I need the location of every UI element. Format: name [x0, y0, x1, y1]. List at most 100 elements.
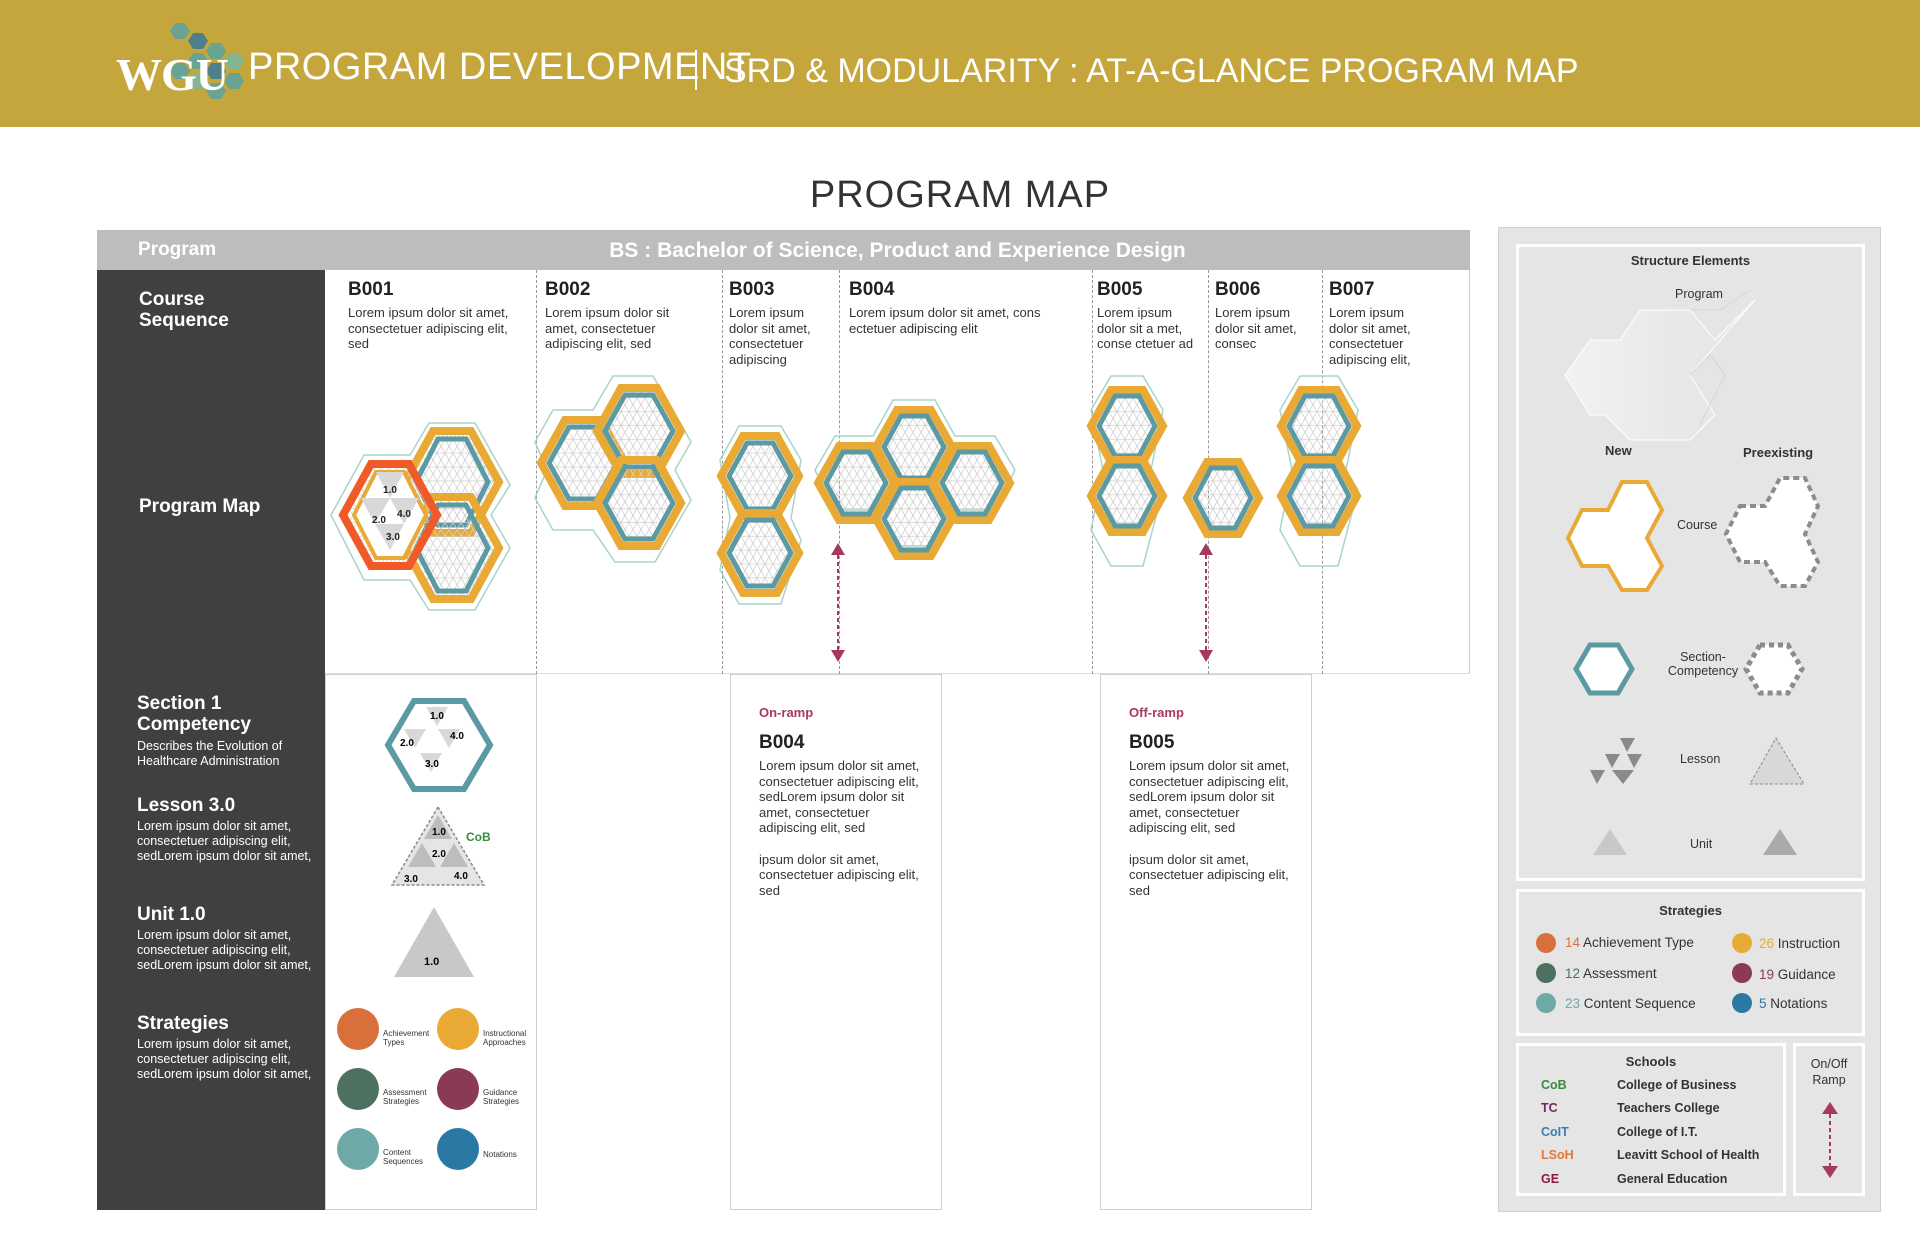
strategy-name: Instruction — [1777, 936, 1841, 951]
lesson-block: Lesson 3.0 Lorem ipsum dolor sit amet, c… — [137, 795, 317, 864]
course-code: B006 — [1215, 279, 1261, 300]
course-desc: Lorem ipsum dolor sit amet, consec — [1215, 305, 1297, 351]
presenter-icon — [1536, 993, 1556, 1013]
strategy-label: Notations — [483, 1150, 517, 1159]
strategy-label: Achievement Types — [383, 1029, 430, 1047]
strategy-icons-grid: Achievement Types Instructional Approach… — [337, 1008, 532, 1178]
strategy-notations: 5 Notations — [1759, 996, 1827, 1011]
unit-title: Unit 1.0 — [137, 904, 206, 925]
off-ramp-arrow — [1199, 543, 1213, 662]
course-b004-cluster[interactable] — [813, 399, 1016, 560]
left-label-column — [97, 230, 325, 1210]
strategy-label: Instructional Approaches — [483, 1029, 527, 1047]
course-b006-cluster[interactable] — [1182, 458, 1264, 538]
course-b003-cluster[interactable] — [716, 425, 804, 605]
lesson-title: Lesson 3.0 — [137, 795, 236, 816]
course-header-b001[interactable]: B001 Lorem ipsum dolor sit amet, consect… — [348, 279, 518, 352]
unit-block: Unit 1.0 Lorem ipsum dolor sit amet, con… — [137, 904, 317, 973]
strategy-label: Assessment Strategies — [383, 1088, 427, 1106]
course-divider — [536, 270, 537, 674]
on-ramp-panel[interactable] — [730, 674, 942, 1210]
course-b001-cluster[interactable]: 1.0 2.0 4.0 3.0 — [330, 422, 511, 611]
strategy-name: Assessment — [1583, 966, 1657, 981]
on-ramp-desc-2: ipsum dolor sit amet, consectetuer adipi… — [759, 851, 919, 898]
pencil-icon — [337, 1068, 379, 1110]
course-header-b003[interactable]: B003 Lorem ipsum dolor sit amet, consect… — [729, 279, 829, 367]
header-bar — [0, 0, 1920, 127]
enter-icon — [437, 1128, 479, 1170]
section-title: Section 1 Competency — [137, 693, 252, 735]
strategy-instruction: 26 Instruction — [1759, 936, 1840, 951]
course-code: B004 — [849, 279, 895, 300]
ramp-legend-box — [1793, 1043, 1865, 1196]
structure-title: Structure Elements — [1630, 253, 1751, 268]
course-code: B007 — [1329, 279, 1375, 300]
strategies-block: Strategies Lorem ipsum dolor sit amet, c… — [137, 1013, 317, 1082]
legend-section-label: Section-Competency — [1667, 650, 1739, 678]
lesson-school-cob: CoB — [466, 830, 491, 844]
map-unit-4: 4.0 — [397, 509, 411, 520]
header-subtitle: SRD & MODULARITY : AT-A-GLANCE PROGRAM M… — [724, 52, 1579, 90]
section-desc: Describes the Evolution of Healthcare Ad… — [137, 739, 283, 768]
legend-preexisting-label: Preexisting — [1743, 445, 1814, 460]
off-ramp-desc-1: Lorem ipsum dolor sit amet, consectetuer… — [1129, 758, 1290, 835]
unit-desc: Lorem ipsum dolor sit amet, consectetuer… — [137, 928, 312, 972]
course-b007-cluster[interactable] — [1276, 375, 1362, 567]
course-b002-cluster[interactable] — [534, 375, 692, 563]
section-unit-4: 4.0 — [450, 731, 464, 742]
web-icon — [1732, 963, 1752, 983]
strategy-count: 26 — [1759, 936, 1775, 951]
section-unit-2: 2.0 — [400, 738, 414, 749]
legend-unit-label: Unit — [1690, 837, 1713, 851]
on-ramp-code: B004 — [759, 732, 805, 753]
lesson-unit-3: 3.0 — [404, 874, 418, 885]
pencil-icon — [1536, 963, 1556, 983]
on-ramp-label: On-ramp — [759, 705, 814, 720]
legend-program-shape — [1564, 289, 1756, 441]
course-desc: Lorem ipsum dolor sit amet, consectetuer… — [729, 305, 811, 367]
course-b005-cluster[interactable] — [1086, 375, 1168, 567]
course-code: B001 — [348, 279, 394, 300]
page-title: PROGRAM MAP — [809, 174, 1111, 216]
schools-legend-title: Schools — [1625, 1054, 1677, 1069]
web-icon — [437, 1068, 479, 1110]
school-name-lsoh: Leavitt School of Health — [1617, 1148, 1760, 1162]
strategy-count: 5 — [1759, 996, 1767, 1011]
course-header-b006[interactable]: B006 Lorem ipsum dolor sit amet, consec — [1215, 279, 1315, 352]
course-desc: Lorem ipsum dolor sit amet, consectetuer… — [1329, 305, 1411, 367]
school-abbr-ge: GE — [1541, 1172, 1560, 1186]
strategy-label: Content Sequences — [383, 1148, 424, 1166]
course-header-b004[interactable]: B004 Lorem ipsum dolor sit amet, cons ec… — [849, 279, 1074, 336]
course-desc: Lorem ipsum dolor sit amet, consectetuer… — [348, 305, 509, 351]
legend-unit-new-icon — [1593, 829, 1627, 855]
strategy-guidance: 19 Guidance — [1759, 967, 1836, 982]
course-header-b005[interactable]: B005 Lorem ipsum dolor sit a met, conse … — [1097, 279, 1197, 352]
strategy-content-sequence: 23 Content Sequence — [1565, 996, 1696, 1011]
off-ramp-panel[interactable] — [1100, 674, 1312, 1210]
strategy-count: 14 — [1565, 935, 1581, 950]
strategies-title: Strategies — [137, 1013, 229, 1034]
magnifier-icon — [437, 1008, 479, 1050]
structure-elements-box — [1516, 244, 1865, 881]
course-code: B002 — [545, 279, 591, 300]
program-name: BS : Bachelor of Science, Product and Ex… — [609, 239, 1186, 262]
course-header-b002[interactable]: B002 Lorem ipsum dolor sit amet, consect… — [545, 279, 695, 352]
strategy-count: 23 — [1565, 996, 1581, 1011]
certificate-icon — [337, 1008, 379, 1050]
school-name-ge: General Education — [1617, 1172, 1728, 1186]
presenter-icon — [337, 1128, 379, 1170]
map-unit-3: 3.0 — [386, 532, 400, 543]
course-desc: Lorem ipsum dolor sit amet, consectetuer… — [545, 305, 670, 351]
course-header-b007[interactable]: B007 Lorem ipsum dolor sit amet, consect… — [1329, 279, 1429, 367]
off-ramp-desc-2: ipsum dolor sit amet, consectetuer adipi… — [1129, 851, 1289, 898]
lesson-unit-4: 4.0 — [454, 871, 468, 882]
magnifier-icon — [1732, 933, 1752, 953]
strategies-legend-list: 14 Achievement Type 26 Instruction 12 As… — [1536, 931, 1856, 1031]
ramp-legend-title: On/Off Ramp — [1810, 1057, 1848, 1087]
strategy-count: 19 — [1759, 967, 1775, 982]
strategy-name: Achievement Type — [1583, 935, 1694, 950]
map-unit-2: 2.0 — [372, 515, 386, 526]
school-name-coit: College of I.T. — [1617, 1125, 1698, 1139]
on-ramp-arrow — [831, 543, 845, 662]
strategy-name: Content Sequence — [1583, 996, 1696, 1011]
